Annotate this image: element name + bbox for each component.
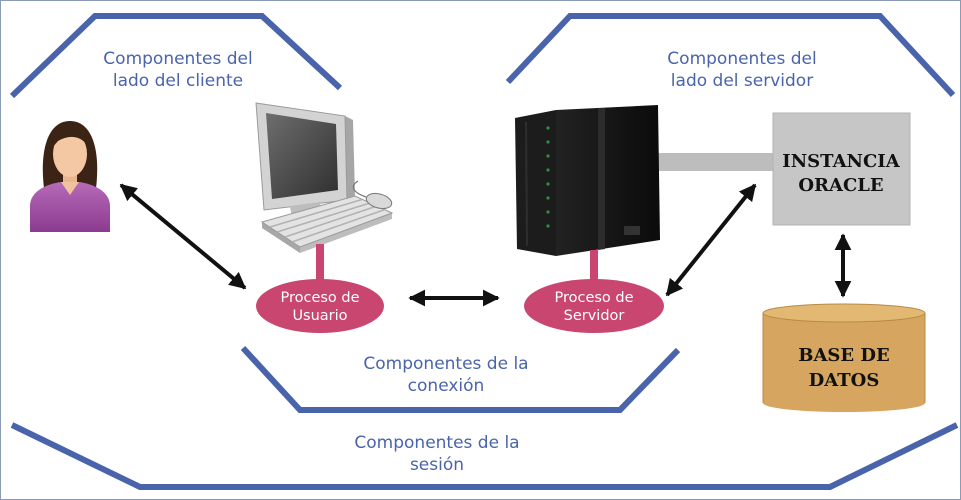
key-row [276,202,371,233]
mouse [365,192,393,210]
key-row [291,208,386,243]
person-bangs [51,123,91,150]
user-process-stem [316,244,324,284]
tower-side-panel [556,105,660,256]
tower-front-groove [525,121,528,247]
user-to-process-arrow [119,183,247,290]
oracle-instance-box [772,112,911,226]
session-outline [10,422,959,490]
led [546,196,550,200]
led [546,182,550,186]
server-label-line2: lado del servidor [671,71,813,91]
led [546,210,550,214]
desktop-computer-icon [255,102,394,253]
key-row [284,205,378,238]
keyboard-front-edge [262,222,300,253]
server-side-outline [505,13,956,98]
tower-status-leds [546,126,550,228]
user-process-line1: Proceso de [280,290,359,306]
led [546,224,550,228]
database-line2: DATOS [809,370,880,391]
database-cylinder-icon: BASE DE DATOS [762,303,926,412]
database-body [763,313,925,403]
server-components-label: Componentes del lado del servidor [667,49,816,91]
key-row [269,198,363,228]
database-line1: BASE DE [798,345,890,366]
user-process-line2: Usuario [292,308,347,324]
instance-line1: INSTANCIA [782,151,900,172]
tower-port [624,226,640,235]
server-process-node: Proceso de Servidor [524,279,664,333]
server-label-line1: Componentes del [667,49,816,69]
server-process-line1: Proceso de [554,290,633,306]
led [546,168,550,172]
server-instance-connector [656,153,776,171]
led [546,140,550,144]
client-label-line1: Componentes del [103,49,252,69]
tower-side-stripe [598,108,605,250]
person-icon [30,121,110,232]
connection-label-line2: conexión [408,376,485,396]
client-label-line2: lado del cliente [113,71,243,91]
monitor-side [345,116,355,200]
oracle-instance-node: INSTANCIA ORACLE [772,112,911,226]
client-side-outline [9,13,343,99]
server-process-line2: Servidor [564,308,625,324]
database-bottom [763,394,925,412]
server-tower-icon [515,105,660,256]
tower-front-panel [515,110,556,256]
instance-line2: ORACLE [798,175,883,196]
user-process-node: Proceso de Usuario [256,279,384,333]
person-shirt [30,182,110,232]
database-top [762,303,926,323]
user-process-ellipse [256,279,384,333]
server-process-to-instance-arrow [665,183,757,297]
connection-outline [240,345,681,413]
server-process-ellipse [524,279,664,333]
connection-label-line1: Componentes de la [363,354,528,374]
client-components-label: Componentes del lado del cliente [103,49,252,91]
led [546,126,550,130]
person-neckline [61,182,79,195]
session-label-line2: sesión [410,455,464,475]
session-components-label: Componentes de la sesión [354,433,519,475]
monitor-screen [266,113,338,199]
led [546,154,550,158]
session-label-line1: Componentes de la [354,433,519,453]
person-face [53,131,87,177]
keyboard-key-rows [269,198,386,243]
server-process-stem [590,250,598,284]
keyboard-side-edge [300,213,392,253]
mouse-cable [352,180,367,198]
connection-components-label: Componentes de la conexión [363,354,528,396]
